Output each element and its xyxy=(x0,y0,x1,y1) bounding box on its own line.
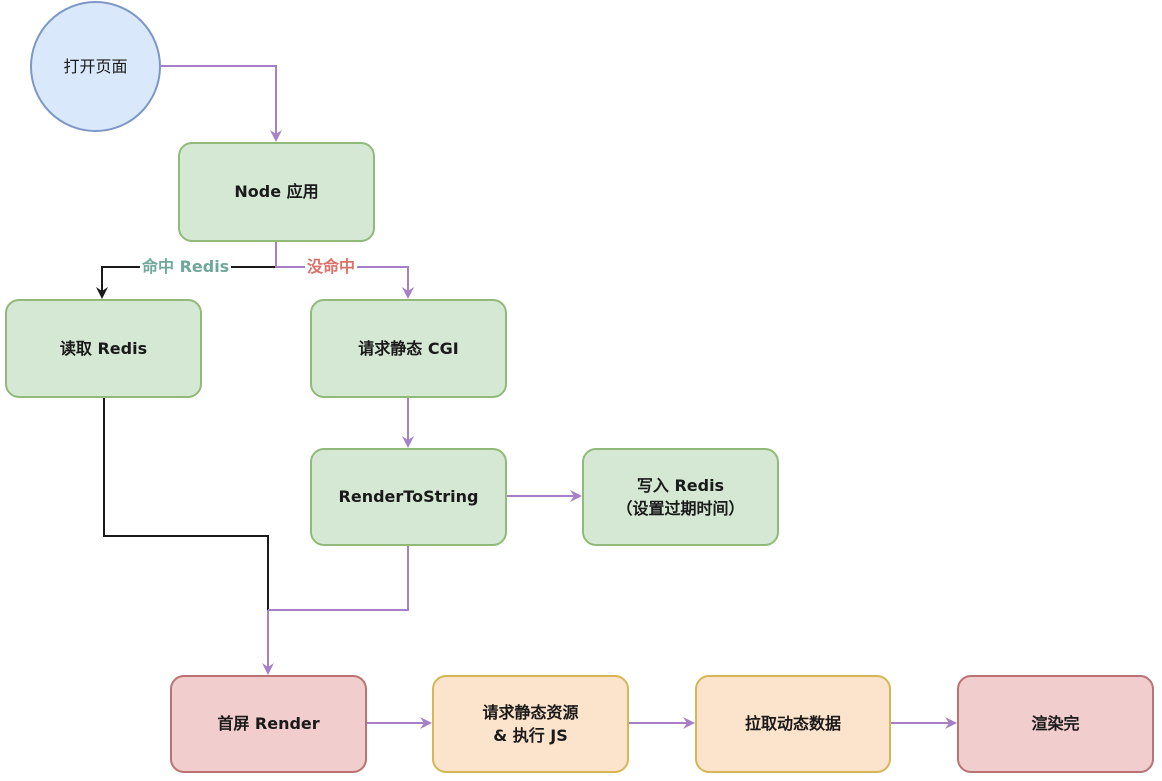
edge-open-to-node xyxy=(161,65,282,142)
edge-read-redis-to-junction xyxy=(103,398,269,610)
node-node-app[interactable]: Node 应用 xyxy=(178,142,375,242)
edge-label-hit-redis: 命中 Redis xyxy=(140,257,232,277)
node-render-done[interactable]: 渲染完 xyxy=(957,675,1154,773)
node-fetch-dynamic[interactable]: 拉取动态数据 xyxy=(695,675,891,773)
edge-label-miss: 没命中 xyxy=(305,257,358,277)
edge-render-string-to-junction xyxy=(268,546,409,611)
node-request-static[interactable]: 请求静态资源 & 执行 JS xyxy=(432,675,629,773)
node-render-to-string[interactable]: RenderToString xyxy=(310,448,507,546)
node-first-screen-render[interactable]: 首屏 Render xyxy=(170,675,367,773)
node-request-cgi[interactable]: 请求静态 CGI xyxy=(310,299,507,398)
node-open-page[interactable]: 打开页面 xyxy=(30,1,161,132)
node-write-redis[interactable]: 写入 Redis （设置过期时间） xyxy=(582,448,779,546)
node-read-redis[interactable]: 读取 Redis xyxy=(5,299,202,398)
